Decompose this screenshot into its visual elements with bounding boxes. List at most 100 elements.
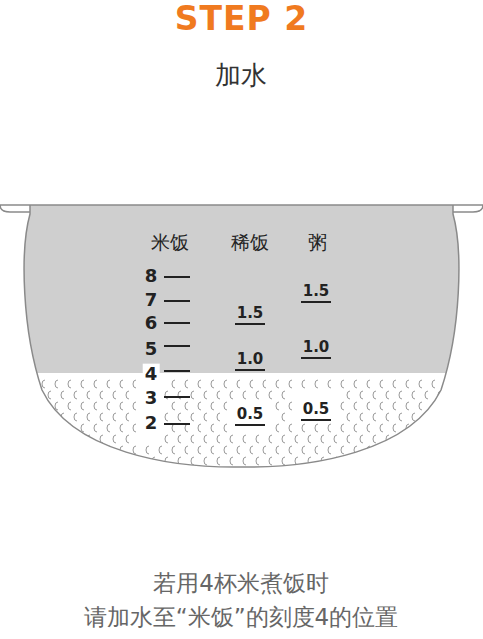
rice-grain [425,413,428,421]
rice-grain [42,380,45,388]
scale-mark: 1.0 [303,339,330,356]
rice-grain [126,435,129,443]
rice-grain [48,413,51,421]
rice-grain [126,457,129,465]
tick [164,370,190,372]
rice-grain [185,446,188,454]
column-header: 粥 [308,232,327,254]
rice-grain [380,446,383,454]
rice-grain [172,446,175,454]
rice-grain [315,380,318,388]
rice-grain [211,446,214,454]
rice-grain [282,435,285,443]
rice-grain [399,391,402,399]
rice-grain [308,435,311,443]
rice-grain [191,391,194,399]
rice-grain [100,413,103,421]
rice-grain [334,435,337,443]
rice-grain [451,391,454,399]
rice-area [0,373,483,473]
rice-grain [133,402,136,410]
rice-grain [81,402,84,410]
rice-grain [61,391,64,399]
rice-grain [113,435,116,443]
scale-mark: 7 [145,290,158,311]
scale-mark: 1.5 [237,305,264,322]
rice-grain [276,424,279,432]
scale-mark: 1.5 [303,283,330,300]
rice-grain [282,413,285,421]
rice-grain [243,391,246,399]
rice-grain [198,424,201,432]
rice-grain [295,435,298,443]
rice-grain [419,380,422,388]
rice-grain [126,413,129,421]
rice-grain [185,402,188,410]
column-header: 稀饭 [231,232,269,254]
rice-grain [263,380,266,388]
rice-grain [276,402,279,410]
rice-grain [308,457,311,465]
rice-grain [94,424,97,432]
rice-grain [302,446,305,454]
rice-grain [74,391,77,399]
rice-grain [55,380,58,388]
rice-grain [217,435,220,443]
rice-grain [74,413,77,421]
rice-grain [243,435,246,443]
tick [235,323,265,325]
step-title: STEP 2 [0,0,483,38]
rice-grain [412,435,415,443]
rice-grain [373,413,376,421]
rice-grain [68,446,71,454]
rice-grain [120,380,123,388]
water-fill [0,205,483,373]
rice-grain [217,391,220,399]
rice-grain [445,402,448,410]
rice-grain [172,402,175,410]
rice-grain [341,380,344,388]
rice-grains [29,380,461,465]
rice-grain [250,380,253,388]
rice-grain [211,424,214,432]
rice-grain [328,380,331,388]
rice-grain [419,402,422,410]
rice-grain [120,402,123,410]
rice-grain [412,413,415,421]
rice-grain [61,435,64,443]
rice-grain [256,435,259,443]
rice-grain [204,391,207,399]
rice-grain [263,446,266,454]
tick [164,345,190,347]
rice-grain [458,380,461,388]
rice-grain [250,446,253,454]
scale-mark: 0.5 [301,401,332,418]
tick [164,276,190,278]
pot-rim [0,205,483,212]
rice-grain [204,413,207,421]
rice-grain [74,457,77,465]
rice-grain [282,457,285,465]
rice-grain [373,435,376,443]
rice-grain [224,380,227,388]
rice-grain [178,413,181,421]
rice-grain [211,380,214,388]
rice-grain [321,435,324,443]
rice-grain [347,391,350,399]
rice-grain [87,457,90,465]
rice-grain [432,424,435,432]
scale-mark: 1.0 [237,351,264,368]
rice-grain [113,457,116,465]
rice-grain [276,446,279,454]
scale-ticks [164,277,331,425]
rice-grain [152,457,155,465]
rice-grain [269,457,272,465]
rice-grain [458,424,461,432]
pot-outline [24,205,459,467]
rice-grain [289,424,292,432]
rice-grain [211,402,214,410]
tick [164,322,190,324]
rice-grain [107,380,110,388]
rice-grain [406,446,409,454]
rice-grain [191,413,194,421]
